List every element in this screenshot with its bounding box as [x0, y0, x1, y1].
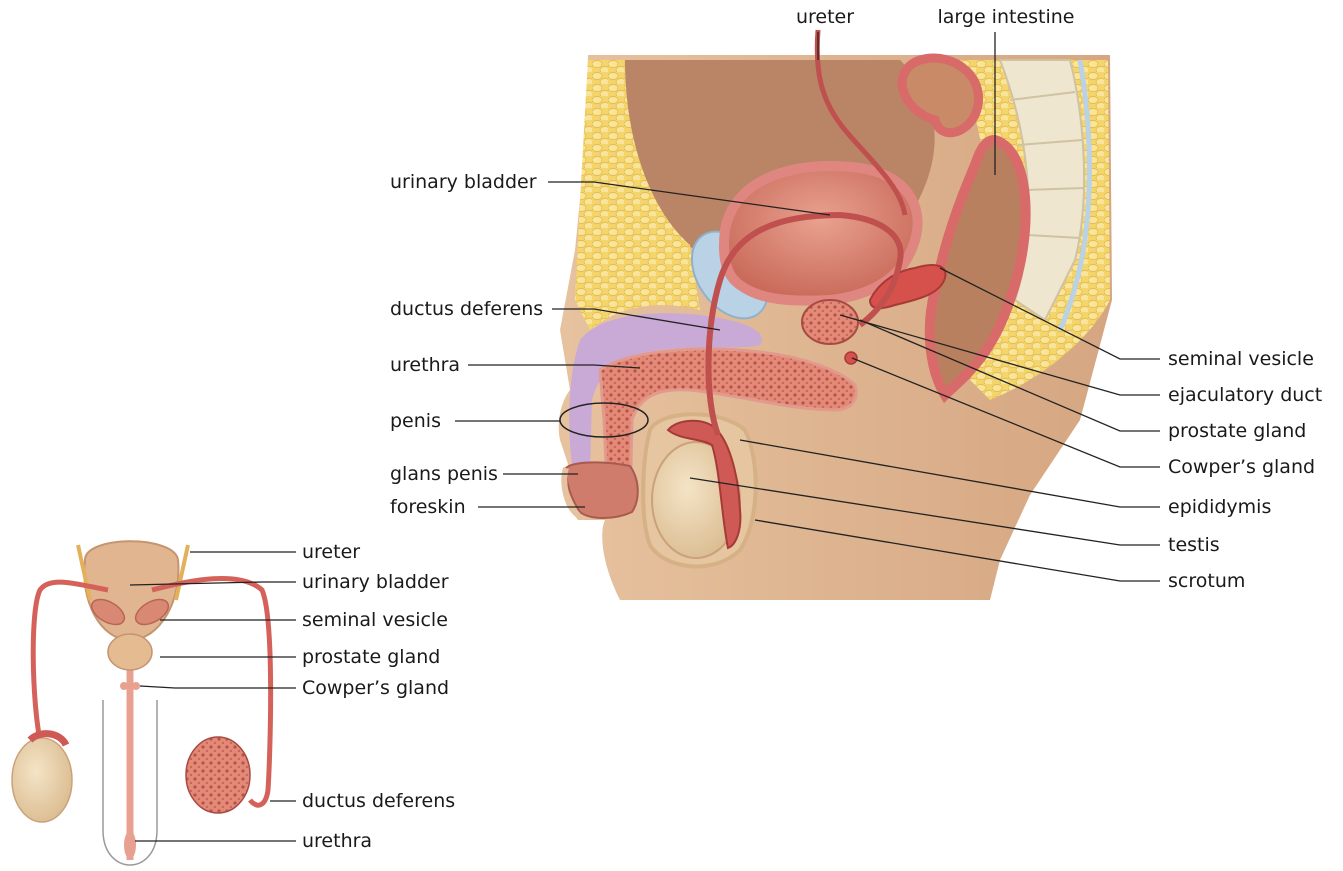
- prostate-gland: [802, 300, 858, 344]
- label-cowpers-gland: Cowper’s gland: [1168, 456, 1315, 478]
- label-ureter-top: ureter: [796, 6, 854, 28]
- label-frontal-seminal-vesicle: seminal vesicle: [302, 609, 448, 631]
- label-seminal-vesicle: seminal vesicle: [1168, 348, 1314, 370]
- label-urethra: urethra: [390, 354, 460, 376]
- cowpers-gland: [845, 352, 857, 364]
- label-prostate-gland: prostate gland: [1168, 420, 1306, 442]
- label-urinary-bladder: urinary bladder: [390, 171, 537, 193]
- label-frontal-prostate-gland: prostate gland: [302, 646, 440, 668]
- label-ductus-deferens: ductus deferens: [390, 298, 543, 320]
- frontal-cowpers-left: [120, 682, 128, 690]
- frontal-prostate: [108, 634, 152, 670]
- label-large-intestine: large intestine: [937, 6, 1074, 28]
- label-frontal-urethra: urethra: [302, 830, 372, 852]
- frontal-cowpers-right: [132, 682, 140, 690]
- label-frontal-urinary-bladder: urinary bladder: [302, 571, 449, 593]
- sagittal-section: [559, 30, 1112, 600]
- frontal-testis-right-section: [186, 737, 250, 813]
- frontal-testis-left: [12, 738, 72, 822]
- label-frontal-ductus-deferens: ductus deferens: [302, 790, 455, 812]
- label-frontal-cowpers-gland: Cowper’s gland: [302, 677, 449, 699]
- label-penis: penis: [390, 410, 441, 432]
- label-glans-penis: glans penis: [390, 463, 498, 485]
- frontal-view: [12, 541, 271, 865]
- label-foreskin: foreskin: [390, 496, 466, 518]
- label-epididymis: epididymis: [1168, 496, 1271, 518]
- label-ejaculatory-duct: ejaculatory duct: [1168, 384, 1322, 406]
- label-scrotum: scrotum: [1168, 570, 1245, 592]
- label-frontal-ureter: ureter: [302, 541, 360, 563]
- label-testis: testis: [1168, 534, 1220, 556]
- frontal-urethra-end: [124, 831, 136, 859]
